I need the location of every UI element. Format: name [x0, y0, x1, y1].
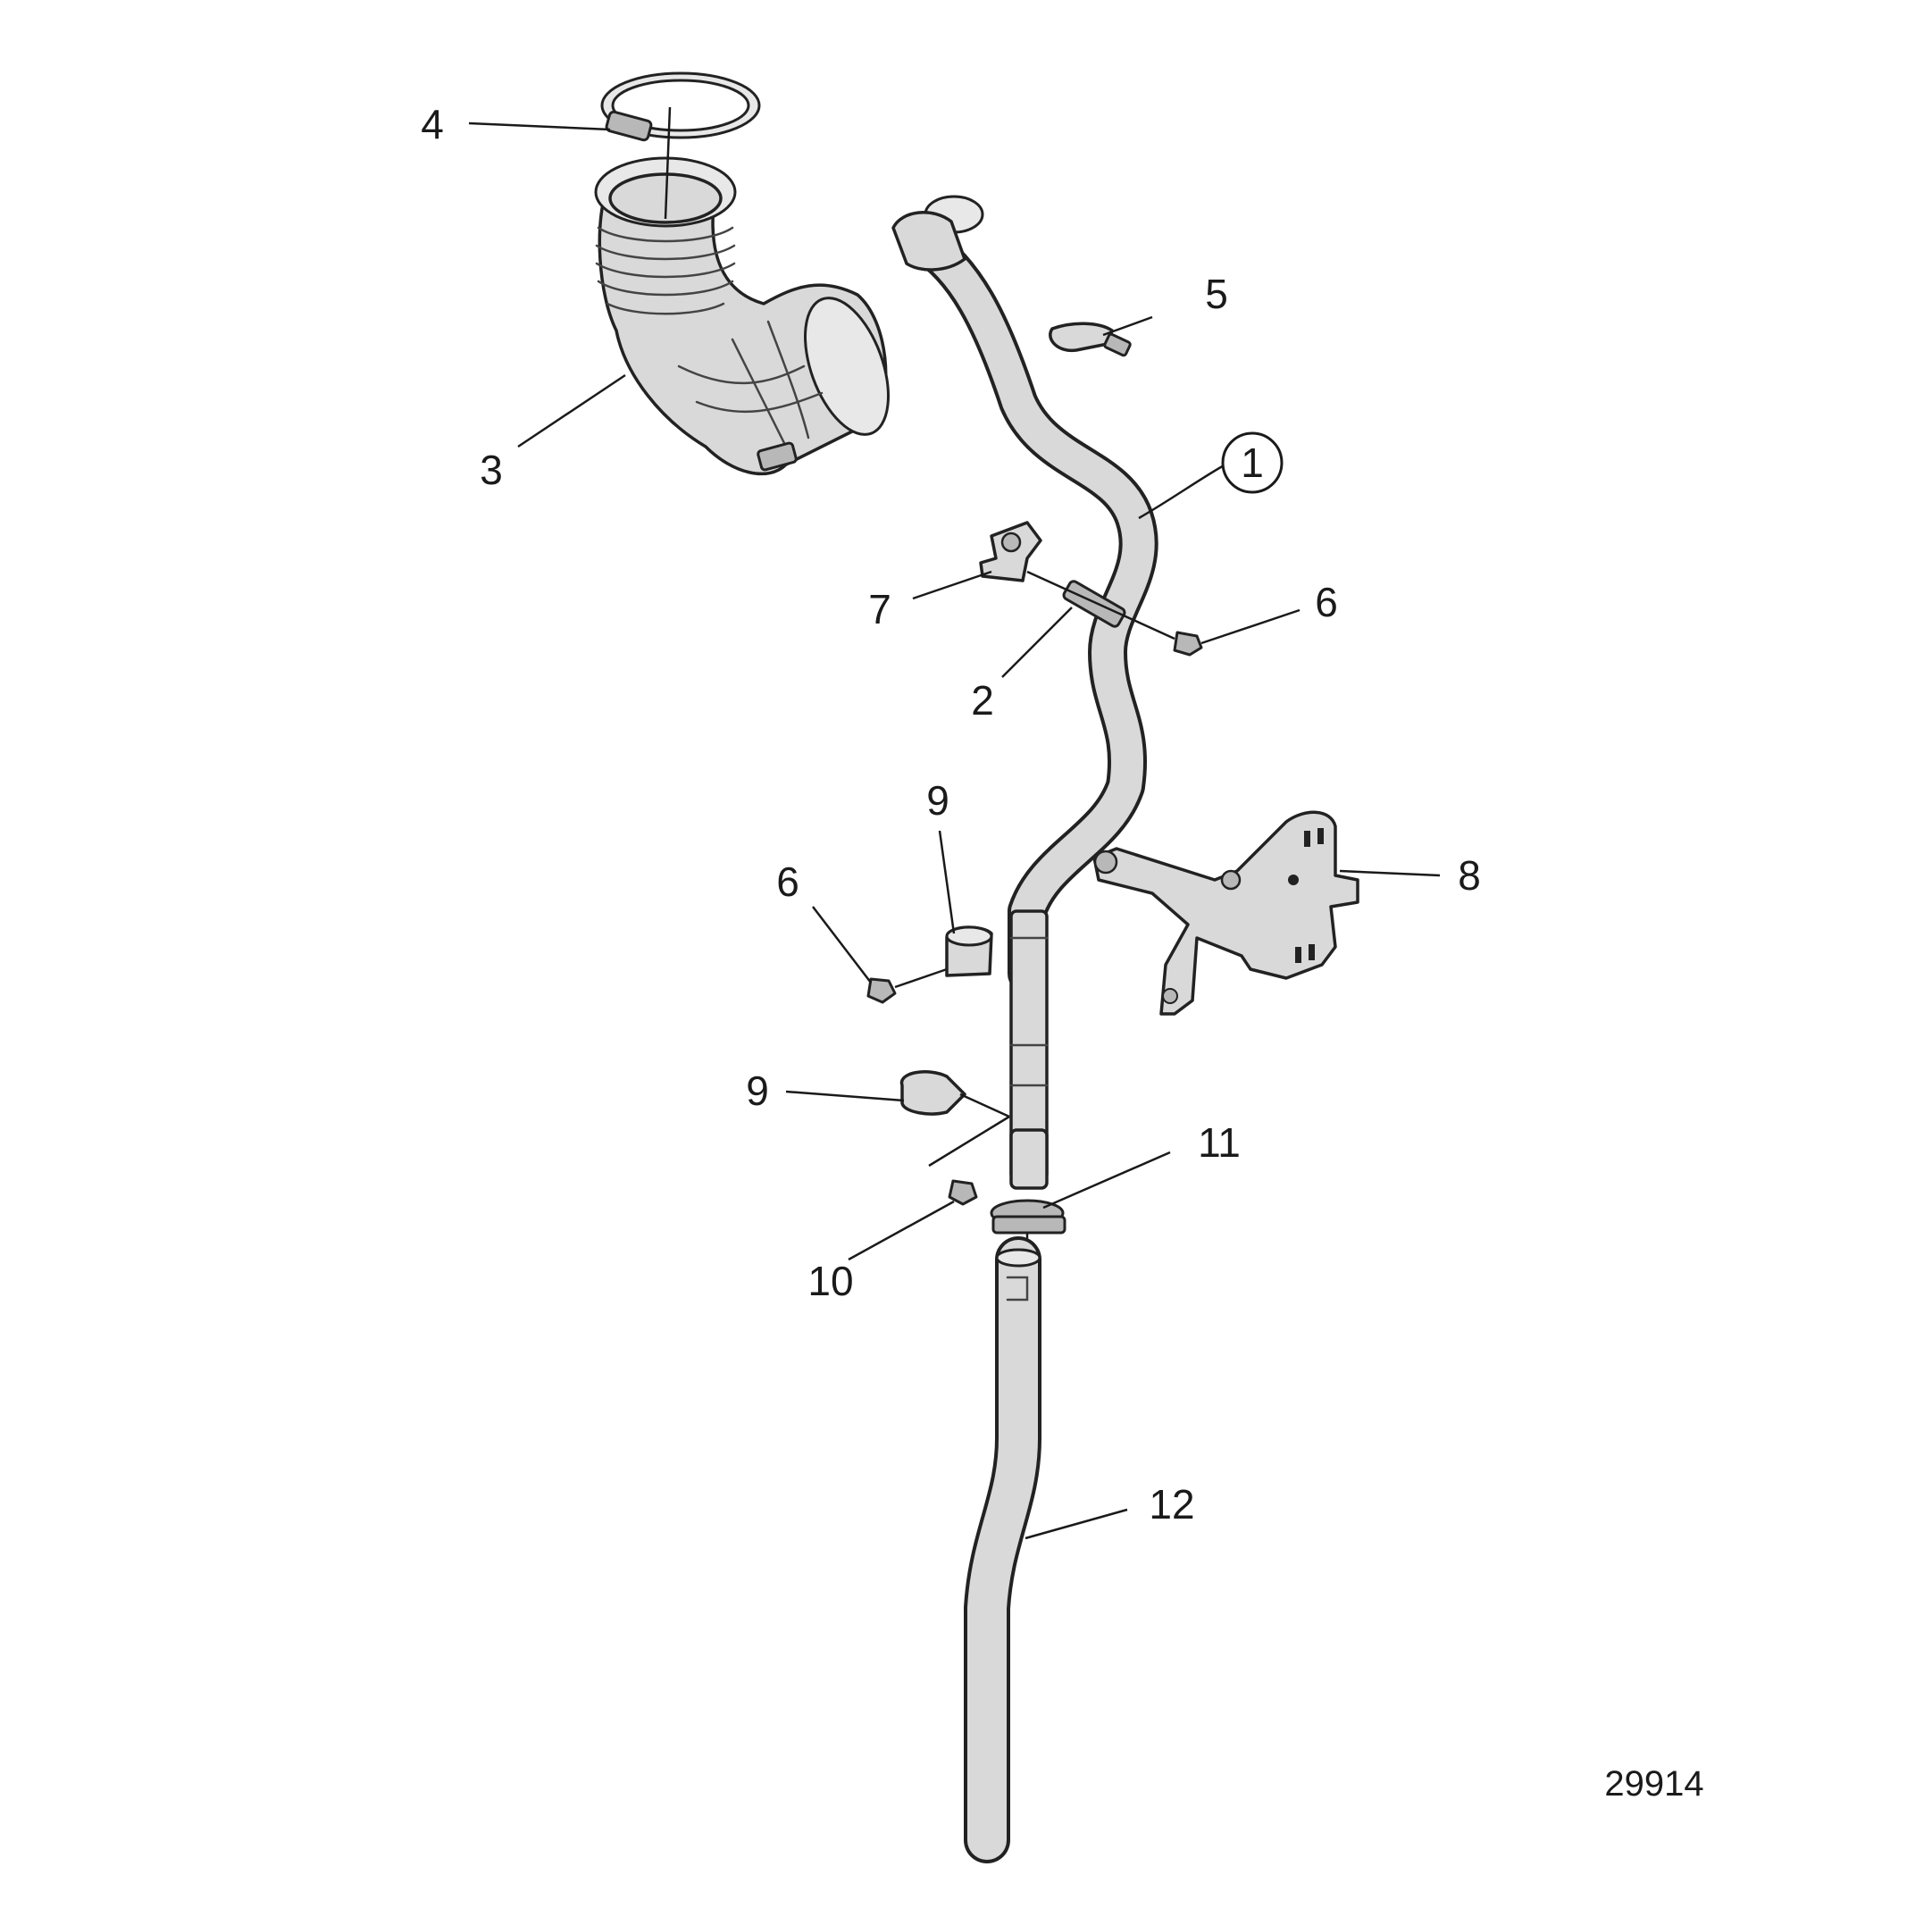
callout-1: 1 [1241, 439, 1264, 486]
callout-6-upper: 6 [1315, 579, 1338, 625]
figure-id: 29914 [1604, 1764, 1703, 1804]
callout-4: 4 [421, 101, 444, 147]
bolt-upper [1173, 631, 1203, 657]
callout-9-lower: 9 [746, 1067, 769, 1114]
clip-lower [899, 1070, 1010, 1168]
bolt-lower [948, 1179, 978, 1206]
breather-hose-upper [891, 195, 1158, 1190]
callout-3: 3 [480, 447, 503, 493]
small-bracket [979, 521, 1175, 640]
callout-circle-1 [1221, 431, 1284, 494]
callout-5: 5 [1205, 271, 1228, 317]
callout-8: 8 [1458, 852, 1481, 899]
drain-tube-lower [964, 1236, 1041, 1863]
bolt-left [866, 967, 948, 1004]
small-clamp [1049, 322, 1132, 357]
callout-10: 10 [807, 1258, 853, 1304]
callout-6-left: 6 [776, 858, 799, 905]
callout-9-upper: 9 [926, 777, 949, 824]
callout-11: 11 [1198, 1119, 1241, 1166]
hose-clamp-middle [1062, 580, 1126, 628]
callout-12: 12 [1149, 1481, 1194, 1528]
intake-elbow [594, 156, 890, 476]
callout-7: 7 [868, 586, 891, 632]
leader-lines [468, 121, 1441, 1540]
hose-clamp-top [600, 71, 761, 220]
clip-upper [945, 925, 993, 977]
large-bracket [1092, 810, 1359, 1016]
callout-2: 2 [971, 677, 994, 724]
